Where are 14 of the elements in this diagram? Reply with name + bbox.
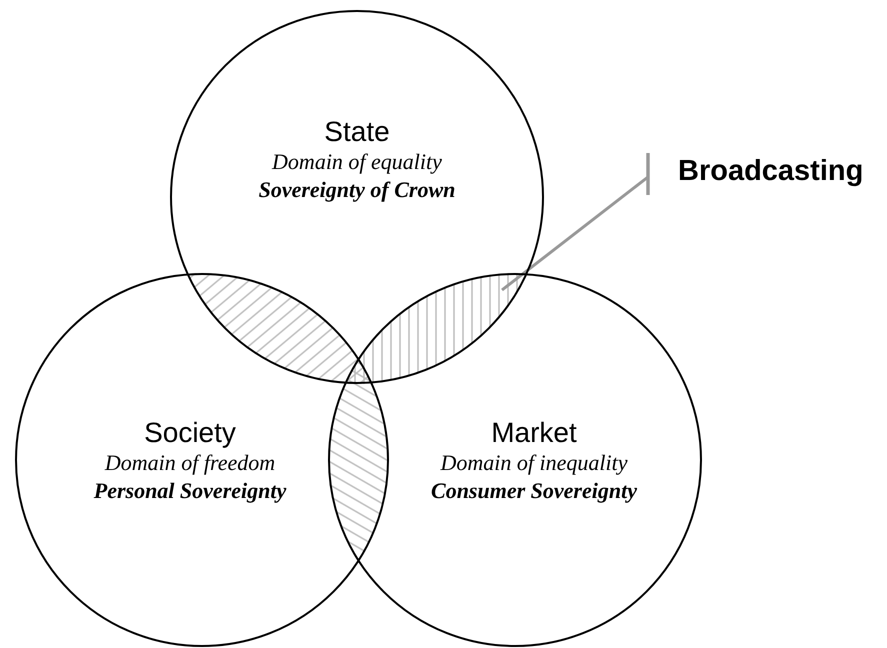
venn-circle [170,10,544,384]
circle-title: Market [491,417,577,449]
circle-subtitle: Domain of inequality [440,449,628,477]
venn-circle [15,273,389,647]
circle-subtitle: Domain of freedom [104,449,276,477]
circle-title: Society [144,417,236,449]
circle-title: State [324,116,390,148]
sovereignty-label: Personal Sovereignty [94,477,286,505]
sovereignty-label: Consumer Sovereignty [431,477,637,505]
callout-label: Broadcasting [650,153,864,189]
sovereignty-label: Sovereignty of Crown [258,176,456,204]
leader-line [501,151,650,292]
venn-circle [328,273,702,647]
circle-subtitle: Domain of equality [272,148,442,176]
